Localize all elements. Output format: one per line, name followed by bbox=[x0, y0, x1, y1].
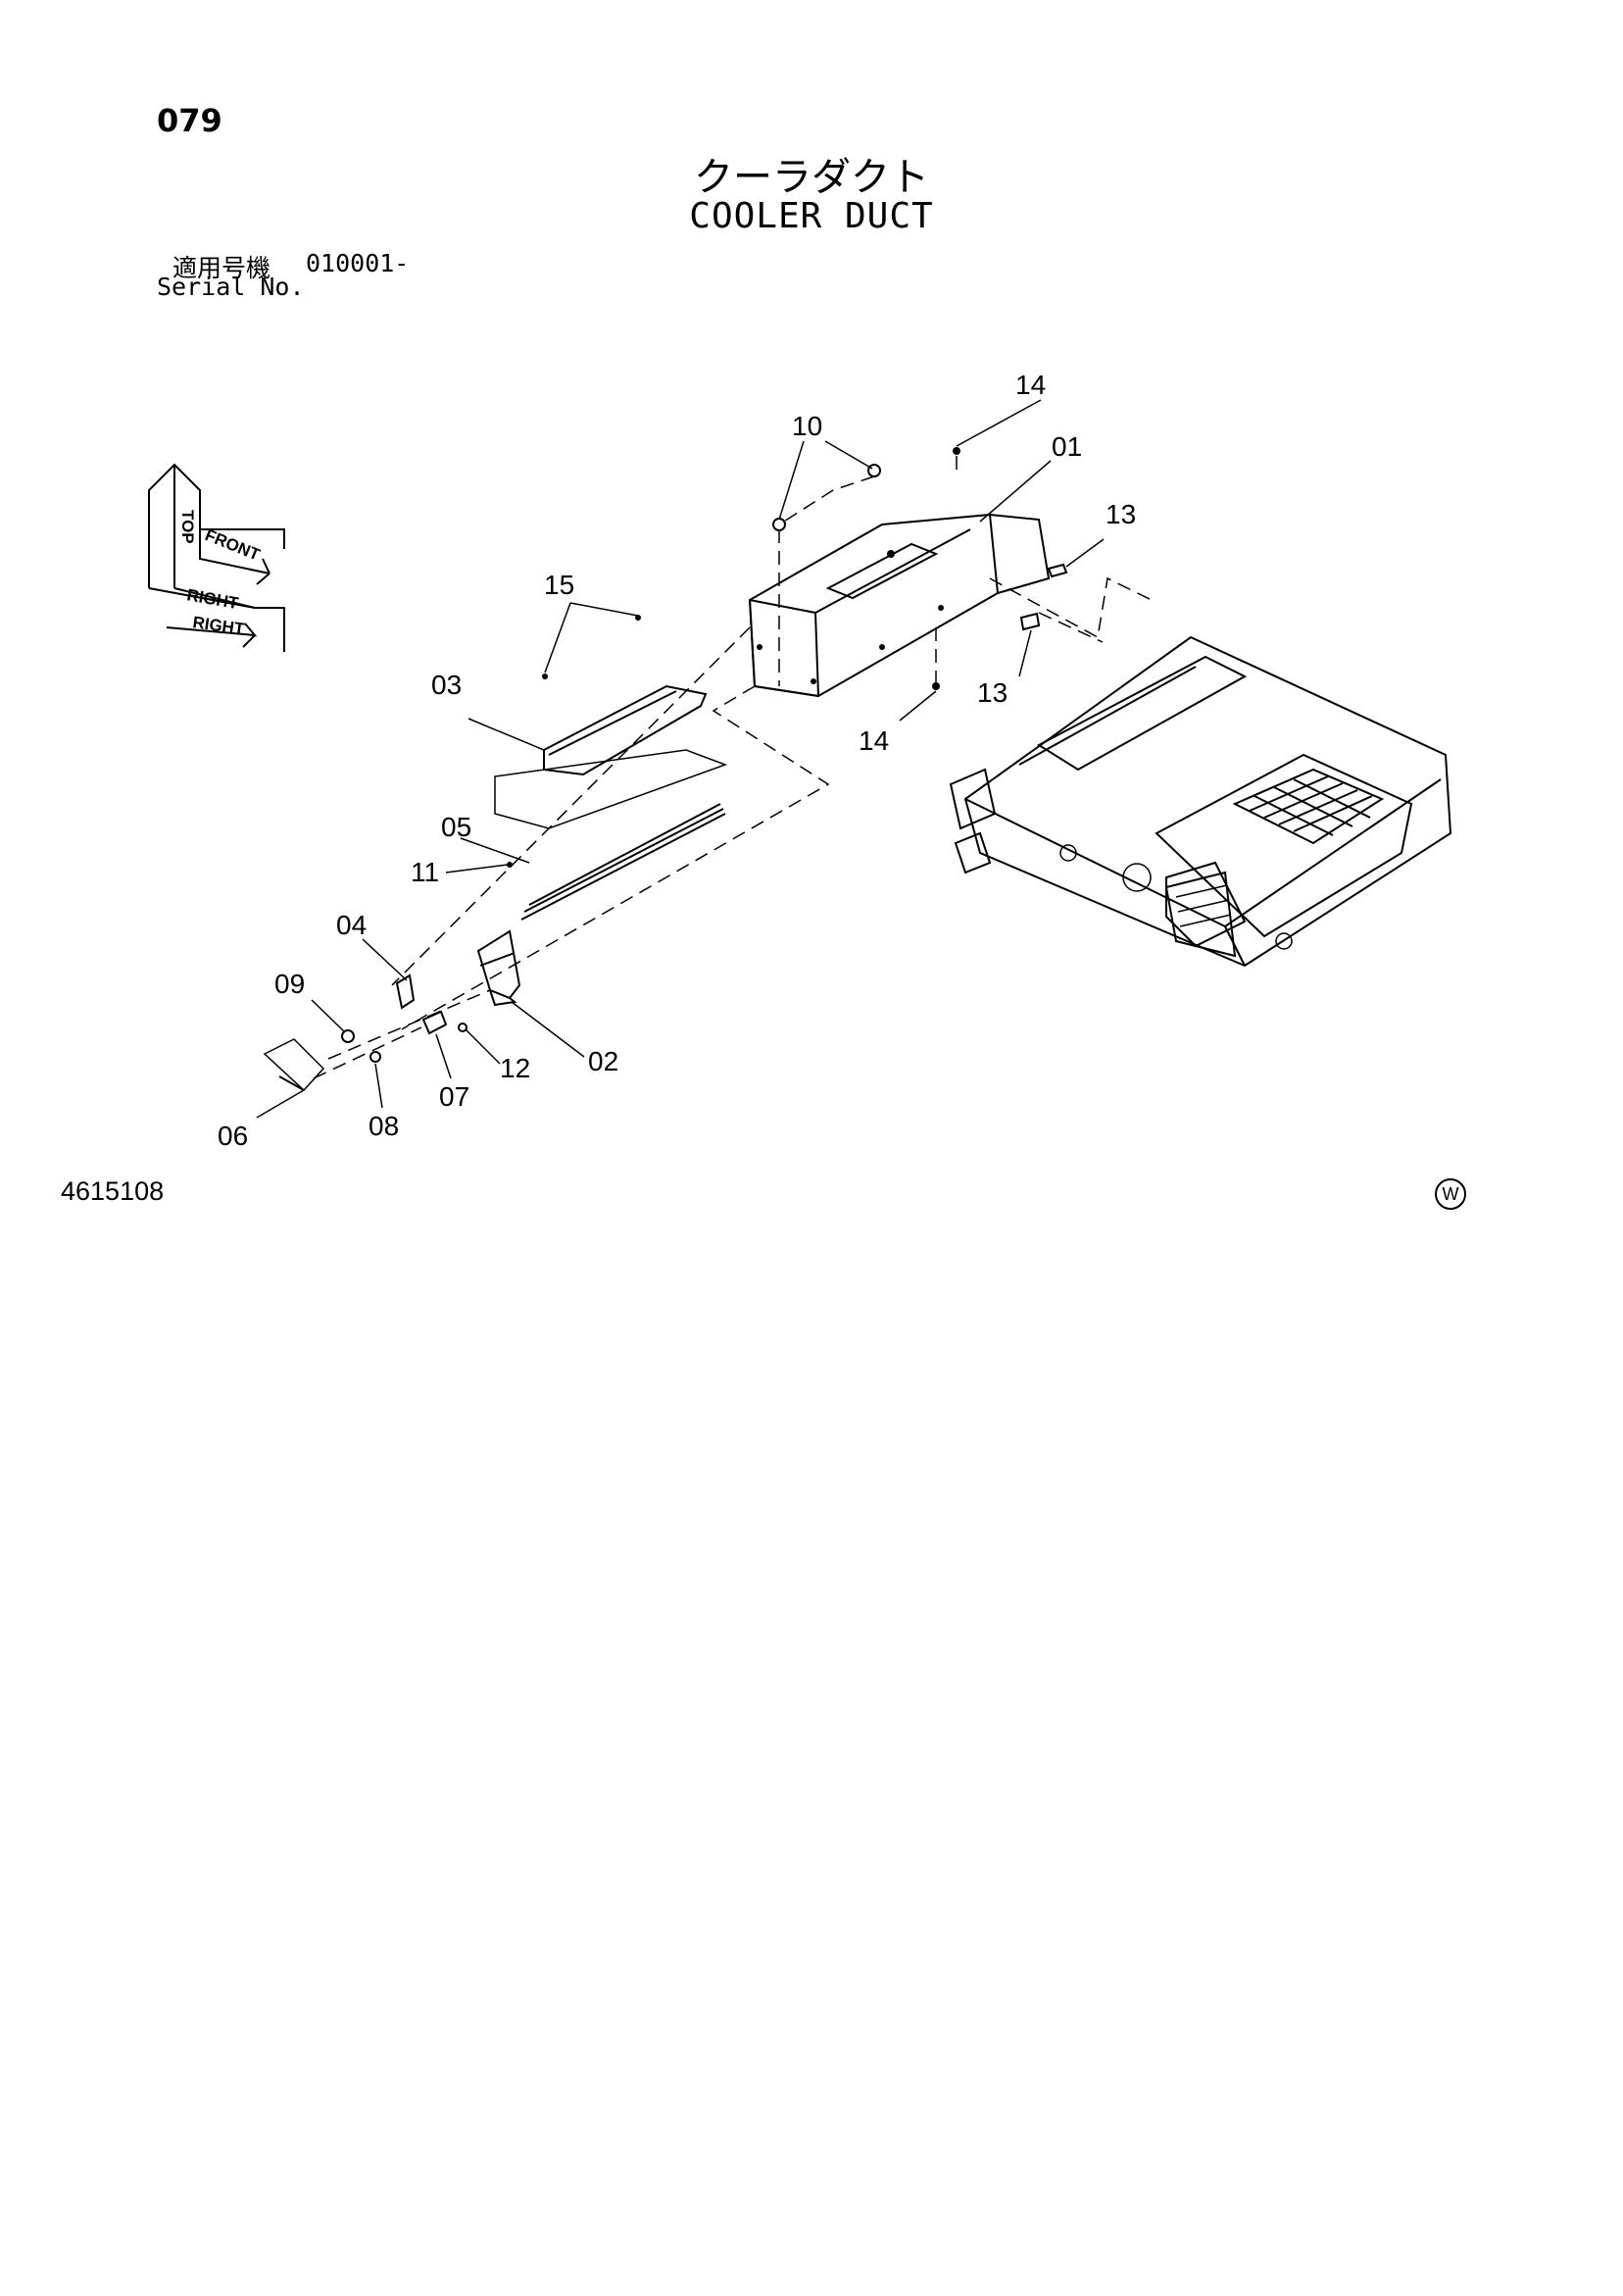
callout-13-top: 13 bbox=[1106, 499, 1136, 529]
callout-08: 08 bbox=[369, 1111, 399, 1141]
title-japanese: クーラダクト bbox=[694, 155, 929, 200]
callout-12: 12 bbox=[500, 1053, 530, 1083]
part-05-strip bbox=[520, 803, 726, 921]
callout-06: 06 bbox=[218, 1121, 248, 1151]
w-circle-mark: W bbox=[1435, 1178, 1466, 1210]
callout-14-top: 14 bbox=[1015, 370, 1046, 400]
callout-02: 02 bbox=[588, 1046, 618, 1076]
serial-label-japanese: 適用号機 bbox=[172, 254, 271, 282]
callout-05: 05 bbox=[441, 812, 471, 842]
fasteners bbox=[542, 447, 1068, 690]
callout-10: 10 bbox=[792, 411, 822, 441]
callout-14-bottom: 14 bbox=[859, 725, 889, 756]
exploded-parts-diagram: TOP FRONT RIGHT RIGHT bbox=[148, 370, 1452, 1151]
orientation-right-label-2: RIGHT bbox=[191, 613, 246, 638]
callout-09: 09 bbox=[274, 969, 305, 999]
part-04-bracket bbox=[395, 973, 416, 1010]
callout-07: 07 bbox=[439, 1081, 469, 1112]
serial-label-english: Serial No. bbox=[157, 273, 305, 301]
part-03-filter bbox=[494, 684, 728, 829]
orientation-top-label: TOP bbox=[178, 510, 197, 544]
orientation-right-label: RIGHT bbox=[185, 585, 240, 613]
drawing-number: 4615108 bbox=[61, 1176, 165, 1206]
cooler-grille bbox=[1232, 768, 1385, 845]
page-number: 079 bbox=[157, 102, 222, 139]
title-english: COOLER DUCT bbox=[689, 196, 934, 236]
orientation-front-label: FRONT bbox=[203, 525, 264, 565]
callout-01: 01 bbox=[1052, 431, 1082, 462]
callout-15: 15 bbox=[544, 570, 574, 600]
cooler-unit bbox=[949, 635, 1452, 968]
part-06-plate bbox=[263, 1038, 325, 1092]
cooler-side-grille bbox=[1164, 871, 1237, 958]
serial-range: 010001- bbox=[306, 249, 410, 277]
callout-13-bottom: 13 bbox=[977, 677, 1008, 708]
part-01-duct-housing bbox=[748, 513, 1051, 698]
leader-lines bbox=[256, 399, 1105, 1119]
callout-11: 11 bbox=[411, 857, 439, 887]
orientation-indicator: TOP FRONT RIGHT RIGHT bbox=[148, 463, 285, 652]
assembly-lines bbox=[313, 456, 1153, 1079]
part-02-duct-piece bbox=[476, 929, 521, 1007]
callout-04: 04 bbox=[336, 910, 367, 940]
callout-03: 03 bbox=[431, 670, 462, 700]
small-hardware bbox=[341, 862, 513, 1063]
